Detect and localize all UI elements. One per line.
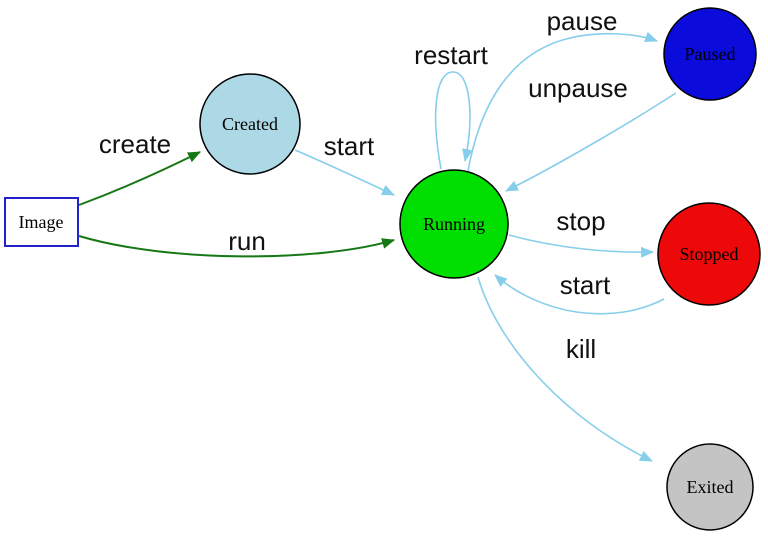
edge-create xyxy=(78,151,201,206)
node-stopped: Stopped xyxy=(657,202,761,306)
created-node-circle xyxy=(199,73,301,175)
created-node-label: Created xyxy=(222,114,278,134)
running-node-label: Running xyxy=(423,214,485,234)
node-created: Created xyxy=(199,73,301,175)
edge-restart-self-loop xyxy=(434,71,473,170)
edge-stop xyxy=(508,234,655,258)
node-image: Image xyxy=(4,197,79,247)
paused-node-label: Paused xyxy=(685,44,736,64)
edge-label-stop: stop xyxy=(556,206,605,236)
edge-label-start-lower: start xyxy=(560,270,611,300)
edge-label-start-upper: start xyxy=(324,131,375,161)
image-node-label: Image xyxy=(19,212,64,232)
edge-run xyxy=(78,235,396,258)
edge-label-run: run xyxy=(228,226,266,256)
stopped-node-circle xyxy=(657,202,761,306)
edge-pause xyxy=(467,31,659,172)
node-running: Running xyxy=(399,169,509,279)
edge-start-created-to-running xyxy=(294,149,395,196)
exited-node-circle xyxy=(666,443,754,531)
stopped-node-label: Stopped xyxy=(679,244,738,264)
node-exited: Exited xyxy=(666,443,754,531)
node-paused: Paused xyxy=(663,7,757,101)
edge-label-unpause: unpause xyxy=(528,73,628,103)
edge-kill xyxy=(477,276,653,462)
running-node-circle xyxy=(399,169,509,279)
edge-unpause xyxy=(505,92,677,192)
edge-label-pause: pause xyxy=(547,6,618,36)
edge-start-stopped-to-running xyxy=(494,274,665,315)
edge-label-restart: restart xyxy=(414,40,488,70)
exited-node-label: Exited xyxy=(687,477,734,497)
image-node-box xyxy=(4,197,79,247)
edge-label-kill: kill xyxy=(566,334,596,364)
edge-label-create: create xyxy=(99,129,171,159)
paused-node-circle xyxy=(663,7,757,101)
